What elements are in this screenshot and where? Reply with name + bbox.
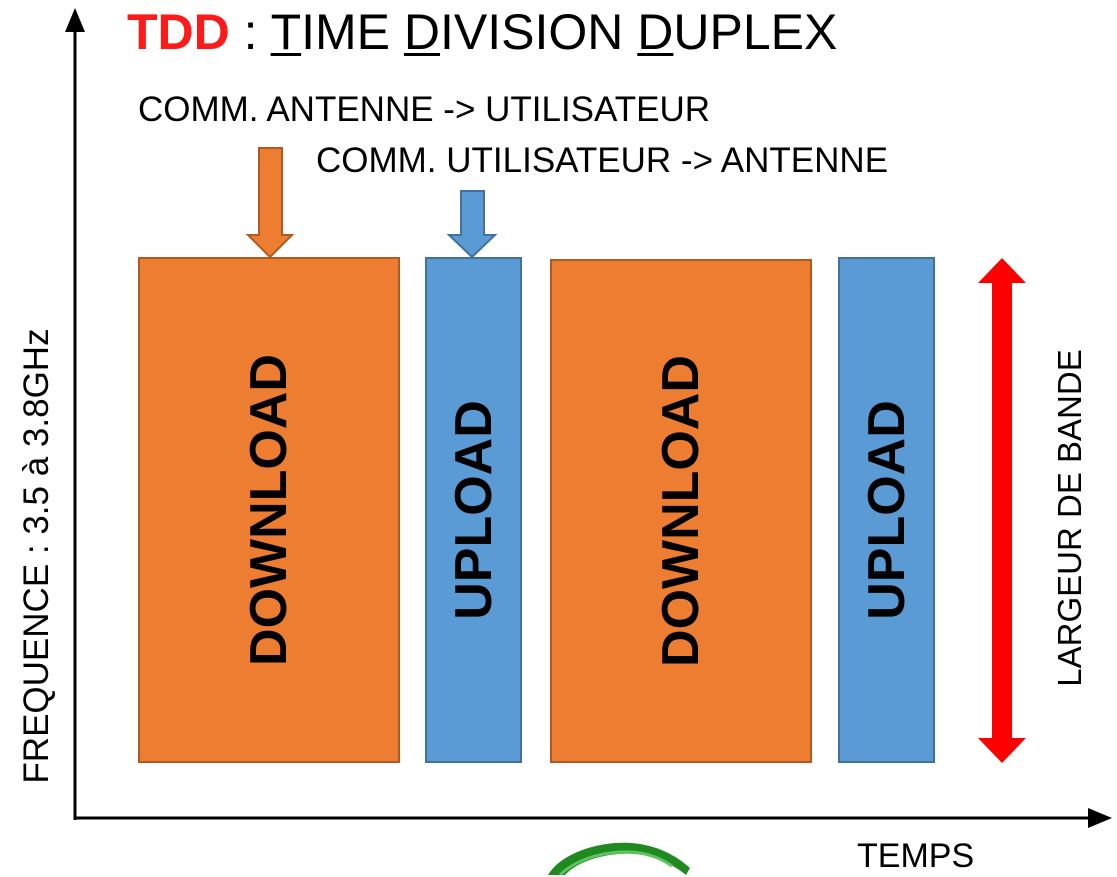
title-initial-d2: D	[637, 4, 674, 60]
title-initial-t: T	[270, 4, 302, 60]
user-to-antenna-label: COMM. UTILISATEUR -> ANTENNE	[316, 141, 889, 180]
download-block-2: DOWNLOAD	[550, 259, 812, 763]
title-word-duplex: UPLEX	[673, 4, 838, 60]
upload-block-label: UPLOAD	[857, 400, 916, 620]
title-expansion: TIME DIVISION DUPLEX	[271, 4, 838, 60]
upload-block-1: UPLOAD	[425, 257, 522, 763]
download-block-1: DOWNLOAD	[138, 257, 400, 763]
frequency-axis-label: FREQUENCE : 3.5 à 3.8GHz	[17, 328, 56, 784]
logo-swoosh-highlight	[558, 850, 673, 875]
upload-block-2: UPLOAD	[838, 257, 935, 763]
y-axis-arrowhead	[65, 8, 85, 32]
title-word-division: IVISION	[440, 4, 638, 60]
download-direction-arrow	[245, 147, 295, 259]
upload-direction-arrow	[446, 190, 498, 259]
diagram-title: TDD : TIME DIVISION DUPLEX	[127, 2, 837, 62]
download-block-label: DOWNLOAD	[652, 355, 710, 667]
title-word-time: IME	[301, 4, 404, 60]
time-axis-label: TEMPS	[857, 837, 975, 875]
antenna-to-user-label: COMM. ANTENNE -> UTILISATEUR	[138, 90, 711, 129]
logo-swoosh	[548, 842, 690, 875]
upload-block-label: UPLOAD	[444, 400, 503, 620]
title-acronym: TDD	[127, 4, 230, 60]
download-block-label: DOWNLOAD	[240, 354, 298, 666]
x-axis-arrowhead	[1088, 808, 1112, 828]
title-separator: :	[243, 4, 258, 60]
bandwidth-double-arrow	[978, 258, 1026, 763]
title-initial-d: D	[403, 4, 441, 60]
bandwidth-label: LARGEUR DE BANDE	[1051, 349, 1088, 687]
